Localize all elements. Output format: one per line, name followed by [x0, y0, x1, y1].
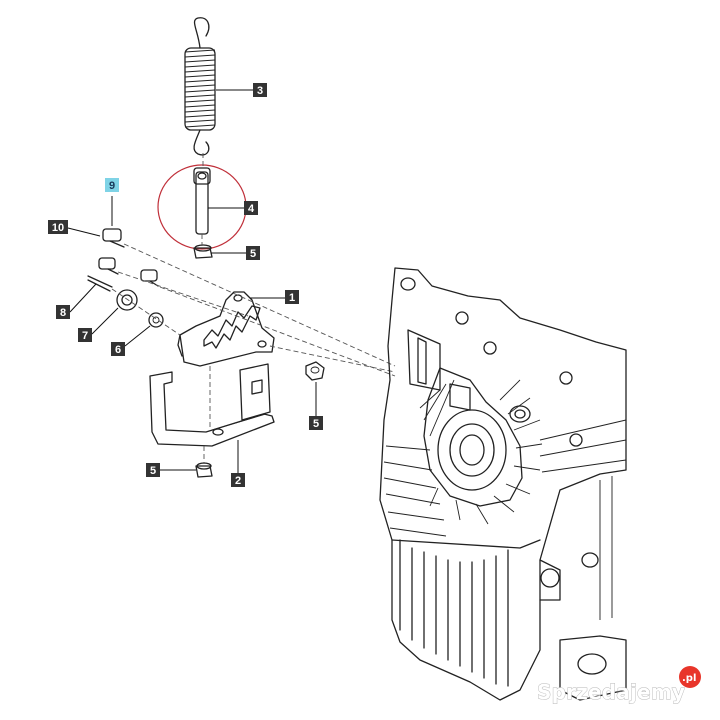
callout-9[interactable]: 9 — [105, 178, 119, 192]
svg-text:1: 1 — [289, 292, 295, 304]
callout-5[interactable]: 5 — [146, 463, 160, 477]
watermark-logo-icon — [679, 666, 701, 688]
nut-part — [195, 462, 213, 478]
callout-3[interactable]: 3 — [253, 83, 267, 97]
nut-part — [193, 244, 213, 259]
washer-part — [116, 289, 138, 311]
callout-4[interactable]: 4 — [244, 201, 258, 215]
bracket-part — [149, 363, 275, 447]
svg-text:6: 6 — [115, 344, 121, 356]
callout-leaders — [67, 89, 317, 473]
watermark-tld: .pl — [682, 673, 696, 684]
watermark-brand: Sprzedajemy — [537, 680, 685, 704]
svg-text:2: 2 — [235, 475, 241, 487]
callout-5[interactable]: 5 — [309, 416, 323, 430]
callout-2[interactable]: 2 — [231, 473, 245, 487]
bolt-part — [140, 269, 159, 287]
callout-10[interactable]: 10 — [48, 220, 68, 234]
callout-1[interactable]: 1 — [285, 290, 299, 304]
spring-part — [184, 17, 216, 156]
lever-plate-part — [177, 291, 275, 367]
cotter-pin-part — [87, 275, 113, 292]
svg-text:5: 5 — [250, 248, 256, 260]
assembly-lines — [111, 153, 396, 464]
callout-7[interactable]: 7 — [78, 328, 92, 342]
callout-5[interactable]: 5 — [246, 246, 260, 260]
circlip-part — [148, 312, 164, 328]
svg-text:10: 10 — [52, 222, 64, 234]
bolt-part — [102, 228, 125, 248]
bolt-part — [98, 257, 119, 275]
callout-8[interactable]: 8 — [56, 305, 70, 319]
nut-part — [305, 361, 325, 381]
svg-text:5: 5 — [313, 418, 319, 430]
svg-text:7: 7 — [82, 330, 88, 342]
svg-text:5: 5 — [150, 465, 156, 477]
svg-text:4: 4 — [248, 203, 255, 215]
svg-text:3: 3 — [257, 85, 263, 97]
engine-block — [379, 267, 627, 701]
svg-text:9: 9 — [109, 180, 115, 192]
callout-6[interactable]: 6 — [111, 342, 125, 356]
svg-text:8: 8 — [60, 307, 66, 319]
watermark: Sprzedajemy .pl — [537, 666, 701, 704]
